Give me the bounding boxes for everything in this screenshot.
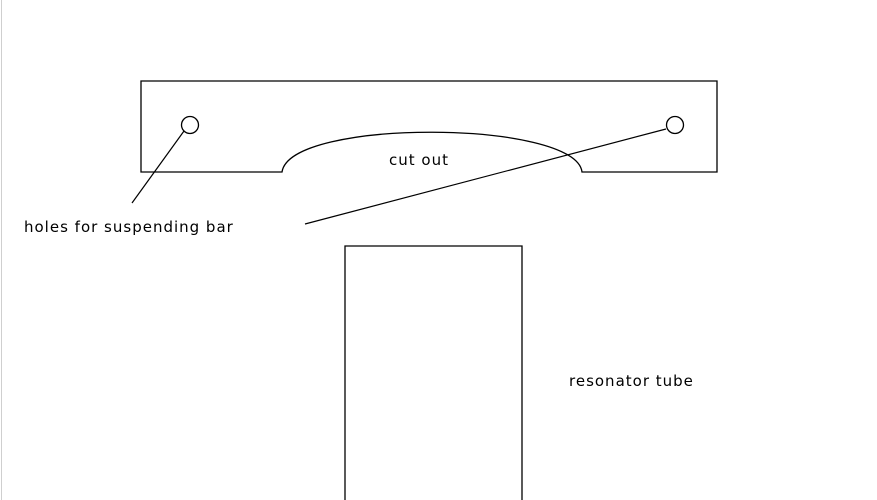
- right-hole: [665, 115, 685, 135]
- suspending-bar-outline: [140, 80, 718, 173]
- holes-label: holes for suspending bar: [24, 218, 234, 236]
- resonator-tube-outline: [344, 245, 523, 500]
- left-hole: [180, 115, 200, 135]
- right-hole-leader-line: [304, 128, 667, 225]
- cut-out-label: cut out: [389, 151, 449, 169]
- resonator-tube-label: resonator tube: [569, 372, 694, 390]
- left-hole-leader-line: [131, 130, 185, 204]
